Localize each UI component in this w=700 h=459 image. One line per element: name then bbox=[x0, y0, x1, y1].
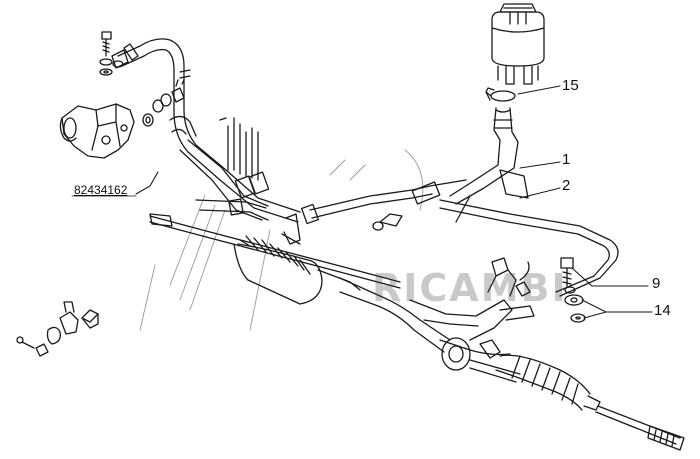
loose-clip-parts bbox=[16, 301, 99, 357]
callout-9: 9 bbox=[652, 275, 661, 292]
hose-clamp-15 bbox=[485, 87, 516, 102]
fluid-reservoir bbox=[491, 3, 545, 85]
leader-14b bbox=[583, 311, 607, 319]
leader-15 bbox=[517, 85, 561, 95]
reference-code-label: 82434162 bbox=[74, 183, 128, 197]
leader-9 bbox=[571, 267, 649, 287]
leader-14a bbox=[581, 299, 653, 313]
callout-14: 14 bbox=[654, 302, 671, 319]
leader-1 bbox=[519, 161, 561, 169]
cross-pipe bbox=[281, 179, 467, 245]
pressure-hose bbox=[111, 38, 301, 223]
callout-2: 2 bbox=[562, 177, 571, 194]
steering-rack bbox=[149, 213, 535, 383]
callout-leaders bbox=[71, 85, 653, 319]
reservoir-return-hose bbox=[449, 107, 519, 205]
right-boot bbox=[495, 354, 685, 451]
pump-fittings bbox=[142, 79, 197, 137]
top-banjo-bolt bbox=[99, 31, 113, 76]
watermark: RICAMBI bbox=[372, 266, 568, 310]
callout-1: 1 bbox=[562, 151, 571, 168]
bolt-9-and-washers-14 bbox=[560, 257, 586, 323]
return-line-bundle bbox=[179, 117, 270, 221]
return-pipe-2 bbox=[439, 169, 619, 297]
callout-15: 15 bbox=[562, 77, 579, 94]
steering-pump bbox=[59, 103, 135, 159]
leader-2 bbox=[519, 187, 561, 199]
leader-ref bbox=[135, 171, 159, 195]
